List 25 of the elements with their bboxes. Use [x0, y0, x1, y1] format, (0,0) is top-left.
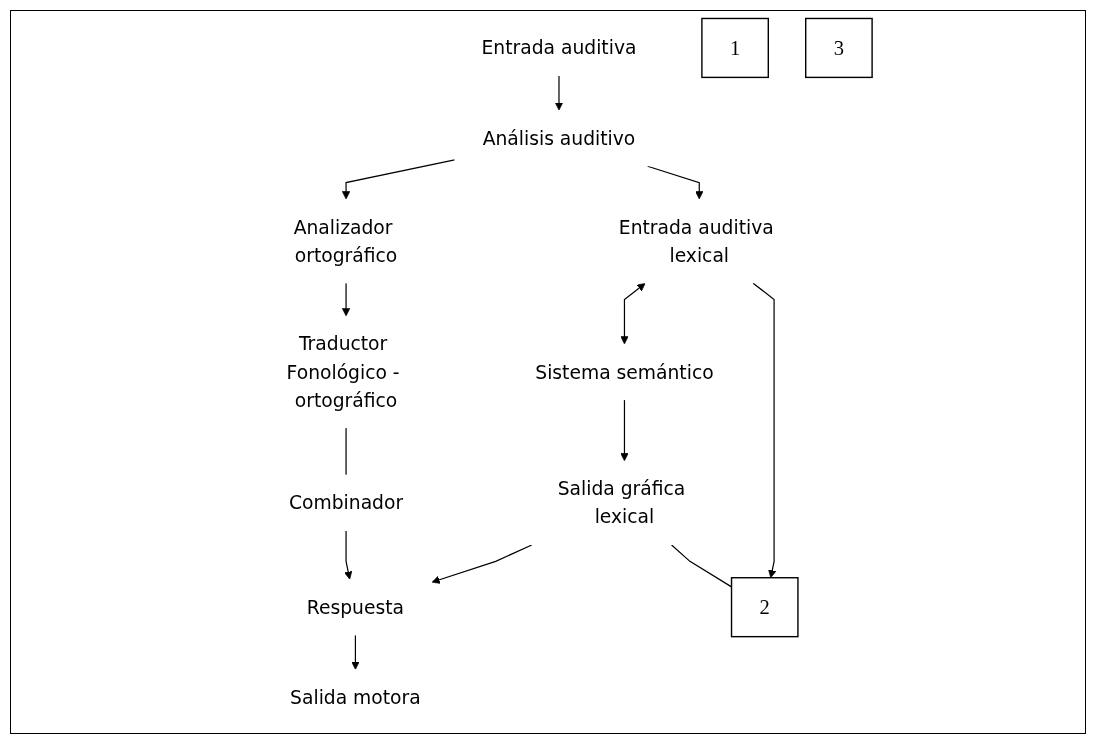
node-text: Entrada auditiva: [481, 36, 637, 60]
connector: [670, 544, 732, 588]
arrow: [341, 282, 350, 317]
arrow: [620, 399, 629, 462]
arrow: [620, 283, 646, 345]
arrow: [431, 544, 533, 584]
node-text: Analizador ortográfico: [293, 215, 397, 267]
arrow: [343, 530, 352, 580]
arrow: [752, 282, 776, 579]
node-text: Salida motora: [289, 686, 421, 709]
arrow: [351, 634, 360, 670]
node-text: Entrada auditiva lexical: [618, 215, 774, 267]
node-box: 3: [804, 17, 873, 79]
node-text: Salida gráfica lexical: [557, 477, 685, 529]
arrow: [341, 159, 455, 200]
arrow: [646, 165, 704, 200]
connector: [345, 427, 347, 476]
node-text: Combinador: [288, 491, 403, 515]
node-box: 2: [730, 577, 799, 638]
node-text: Análisis auditivo: [482, 126, 635, 150]
node-text: Respuesta: [306, 595, 404, 619]
node-box: 1: [700, 17, 769, 79]
node-text: Sistema semántico: [534, 360, 714, 384]
node-text: Traductor Fonológico - ortográfico: [286, 332, 400, 412]
arrow: [554, 75, 563, 111]
